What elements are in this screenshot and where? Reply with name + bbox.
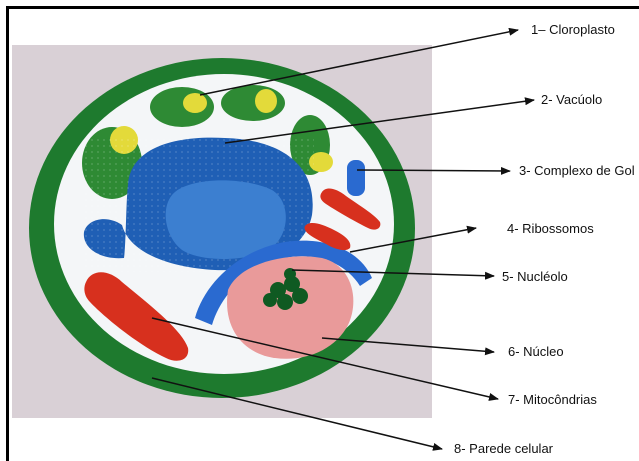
chloroplast-granum xyxy=(255,89,277,113)
label-mitocondrias: 7- Mitocôndrias xyxy=(508,392,597,408)
label-nucleo: 6- Núcleo xyxy=(508,344,564,360)
label-cloroplasto: 1– Cloroplasto xyxy=(531,22,615,38)
label-parede-celular: 8- Parede celular xyxy=(454,441,553,457)
chloroplast-granum xyxy=(183,93,207,113)
label-vacuolo: 2- Vacúolo xyxy=(541,92,602,108)
label-ribossomos: 4- Ribossomos xyxy=(507,221,594,237)
label-complexo-de-golgi: 3- Complexo de Gol xyxy=(519,163,635,179)
label-nucleolo: 5- Nucléolo xyxy=(502,269,568,285)
arrow-complexo-de-golgi xyxy=(357,170,510,171)
golgi-body xyxy=(347,160,365,196)
